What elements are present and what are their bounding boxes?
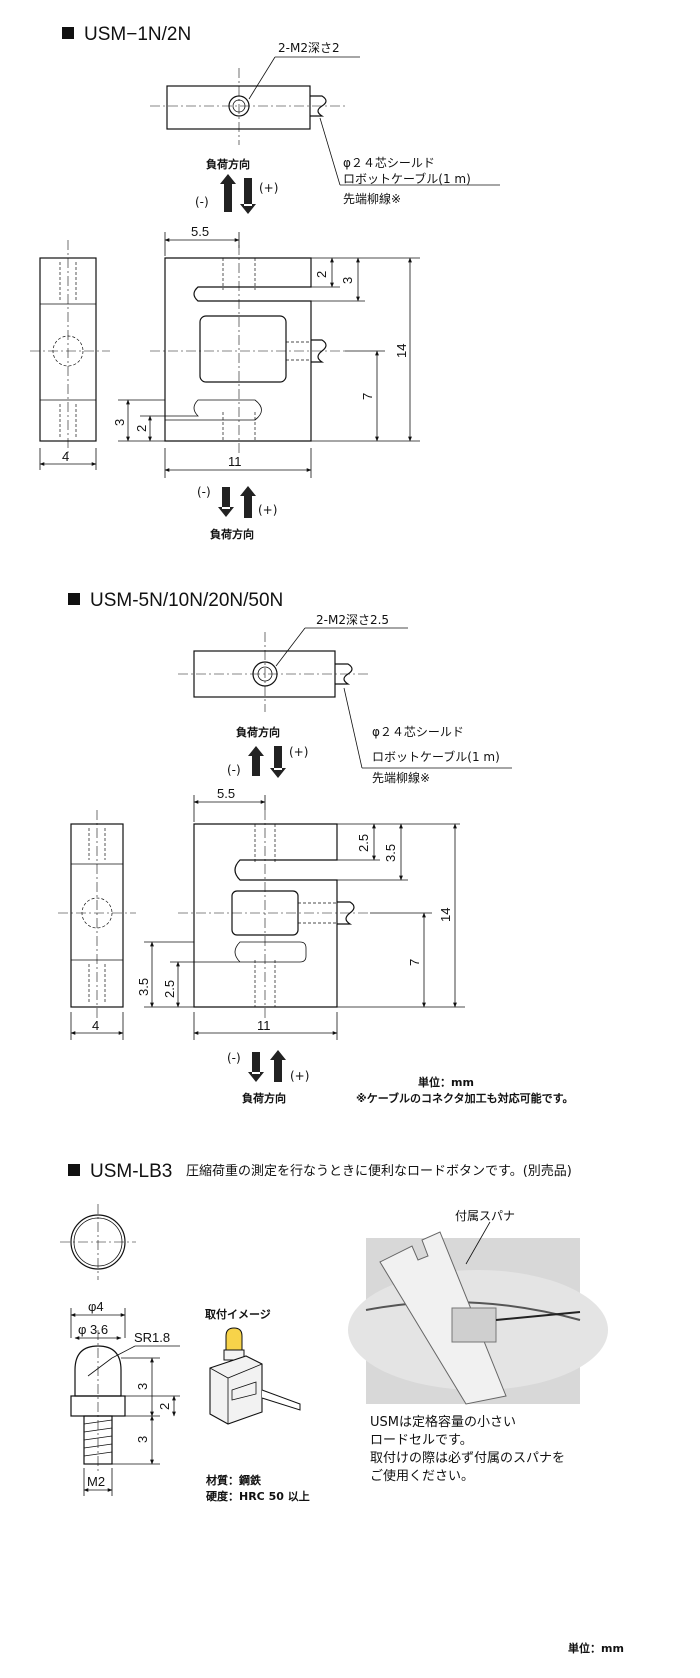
cable-stub	[310, 95, 327, 117]
dim-11: 11	[228, 454, 242, 469]
dim-3-bottom: 3	[135, 1436, 150, 1443]
dim-11: 11	[257, 1018, 271, 1033]
photo-text-line4: ご使用ください。	[370, 1468, 474, 1484]
load-direction-top: 負荷方向 (-) (+)	[227, 725, 308, 778]
cable-spec-line3: 先端柳線※	[343, 191, 401, 206]
section-title: USM-5N/10N/20N/50N	[90, 590, 283, 611]
section-title: USM−1N/2N	[84, 24, 191, 45]
section-bullet	[68, 593, 80, 605]
load-direction-label: 負荷方向	[206, 157, 250, 171]
load-direction-label: 負荷方向	[210, 527, 254, 541]
arrow-down-icon	[270, 746, 286, 778]
spanner-photo: 付属スパナ USMは定格容量の小さい ロードセルです。 取付けの際は必ず付属のス…	[348, 1209, 608, 1484]
section-bullet	[68, 1164, 80, 1176]
cable-spec-line1: φ２４芯シールド	[372, 725, 464, 739]
unit-label-bottom: 単位：mm	[568, 1641, 624, 1655]
dim-3-top: 3	[135, 1383, 150, 1390]
minus-label: (-)	[227, 763, 241, 777]
arrow-up-icon	[240, 486, 256, 518]
photo-text-line2: ロードセルです。	[370, 1433, 473, 1448]
dim-5.5: 5.5	[191, 224, 209, 239]
section-usm-lb3: USM-LB3 圧縮荷重の測定を行なうときに便利なロードボタンです。(別売品) …	[60, 1161, 624, 1655]
front-view: 5.5 2.5 3.5 14 7 3.5 2.5	[136, 786, 465, 1040]
dim-phi3.6: φ 3.6	[78, 1322, 108, 1337]
arrow-down-icon	[248, 1052, 264, 1082]
section-description: 圧縮荷重の測定を行なうときに便利なロードボタンです。(別売品)	[186, 1163, 572, 1179]
plus-label: (+)	[290, 1069, 309, 1083]
connector-note: ※ケーブルのコネクタ加工も対応可能です。	[356, 1091, 574, 1105]
cable-spec-line1: φ２４芯シールド	[343, 156, 435, 170]
dim-4: 4	[92, 1018, 99, 1033]
dim-3-bottom: 3	[112, 419, 127, 426]
dim-m2: M2	[87, 1474, 105, 1489]
unit-label: 単位：mm	[418, 1075, 474, 1089]
cable-spec-line2: ロボットケーブル(1 m)	[372, 749, 500, 764]
arrow-down-icon	[240, 178, 256, 214]
tap-label: 2-M2深さ2	[278, 41, 340, 55]
section-bullet	[62, 27, 74, 39]
minus-label: (-)	[227, 1051, 241, 1065]
cable-spec-line2: ロボットケーブル(1 m)	[343, 171, 471, 186]
front-view: 5.5 2 3 14 7 3 2	[112, 224, 420, 478]
side-view: 4	[30, 240, 110, 470]
dim-2-top: 2	[314, 271, 329, 278]
dim-phi4: φ4	[88, 1299, 104, 1314]
section-title: USM-LB3	[90, 1161, 172, 1182]
section-usm-5n-50n: USM-5N/10N/20N/50N 2-M2深さ2.5 φ２４芯シールド ロボ…	[58, 590, 574, 1105]
spanner-label: 付属スパナ	[455, 1209, 515, 1223]
top-view: 2-M2深さ2 φ２４芯シールド ロボットケーブル(1 m) 先端柳線※	[150, 41, 500, 206]
top-view: 2-M2深さ2.5 φ２４芯シールド ロボットケーブル(1 m) 先端柳線※	[178, 613, 512, 785]
load-button-side-view: φ4 φ 3.6 SR1.8 3 2 3 M2	[70, 1299, 180, 1496]
load-direction-top: 負荷方向 (-) (+)	[195, 157, 278, 214]
load-direction-bottom: (-) (+) 負荷方向	[197, 485, 277, 541]
mount-label: 取付イメージ	[205, 1307, 271, 1321]
tap-label: 2-M2深さ2.5	[316, 613, 389, 627]
dim-3.5-bottom: 3.5	[136, 978, 151, 996]
section-usm-1n-2n: USM−1N/2N 2-M2深さ2 φ２４芯シールド ロボットケーブル(1 m)…	[30, 24, 500, 541]
arrow-up-icon	[220, 174, 236, 212]
hardness-label: 硬度：HRC 50 以上	[206, 1489, 310, 1503]
cable-spec-line3: 先端柳線※	[372, 770, 430, 785]
arrow-up-icon	[248, 746, 264, 776]
minus-label: (-)	[195, 195, 209, 209]
photo-text-line1: USMは定格容量の小さい	[370, 1414, 516, 1430]
dim-4: 4	[62, 449, 69, 464]
plus-label: (+)	[259, 181, 278, 195]
dim-2.5-bottom: 2.5	[162, 980, 177, 998]
photo-text-line3: 取付けの際は必ず付属のスパナを	[370, 1451, 565, 1466]
plus-label: (+)	[258, 503, 277, 517]
arrow-down-icon	[218, 487, 234, 517]
load-direction-label: 負荷方向	[242, 1091, 286, 1105]
dim-3.5-top: 3.5	[383, 844, 398, 862]
tap-hole	[228, 95, 250, 117]
arrow-up-icon	[270, 1050, 286, 1082]
load-button-top-view	[60, 1204, 136, 1280]
minus-label: (-)	[197, 485, 211, 499]
dim-7: 7	[407, 959, 422, 966]
mounting-image: 取付イメージ 材質：鋼鉄 硬度：HRC 50 以上	[205, 1307, 310, 1503]
material-label: 材質：鋼鉄	[206, 1473, 262, 1487]
dim-sr1.8: SR1.8	[134, 1330, 170, 1345]
side-view: 4	[58, 810, 136, 1040]
dim-14: 14	[438, 908, 453, 922]
load-direction-label: 負荷方向	[236, 725, 280, 739]
dim-3-top: 3	[340, 277, 355, 284]
dim-5.5: 5.5	[217, 786, 235, 801]
dim-2: 2	[157, 1403, 172, 1410]
load-direction-bottom: (-) (+) 負荷方向	[227, 1050, 309, 1105]
plus-label: (+)	[289, 745, 308, 759]
dim-7: 7	[360, 393, 375, 400]
dim-2-bottom: 2	[134, 425, 149, 432]
dim-2.5-top: 2.5	[356, 834, 371, 852]
dim-14: 14	[394, 344, 409, 358]
